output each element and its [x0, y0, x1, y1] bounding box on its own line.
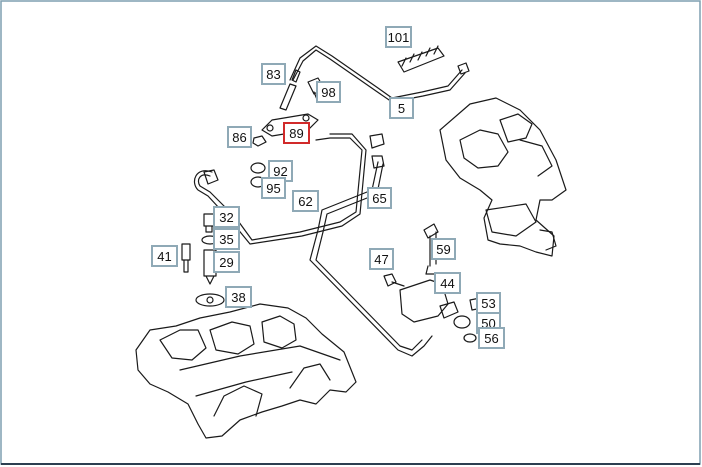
fuel-line-65: [309, 161, 433, 357]
part-89: [261, 113, 319, 137]
part-101: [397, 45, 445, 73]
part-92: [250, 162, 266, 174]
part-38: [195, 293, 225, 307]
callout-5[interactable]: 5: [389, 97, 414, 119]
intake-manifold: [135, 303, 357, 439]
callout-89[interactable]: 89: [283, 122, 310, 144]
part-86: [252, 135, 267, 147]
part-29: [203, 249, 217, 285]
callout-101[interactable]: 101: [385, 26, 412, 48]
callout-62[interactable]: 62: [292, 190, 319, 212]
part-41: [181, 243, 191, 273]
part-50: [453, 315, 471, 329]
callout-59[interactable]: 59: [431, 238, 456, 260]
callout-53[interactable]: 53: [476, 292, 501, 314]
fuel-line-62: [197, 137, 363, 241]
fuel-line-5: [289, 45, 463, 99]
callout-83[interactable]: 83: [261, 63, 286, 85]
throttle-housing: [439, 97, 567, 257]
callout-98[interactable]: 98: [316, 81, 341, 103]
callout-56[interactable]: 56: [478, 327, 505, 349]
callout-32[interactable]: 32: [213, 206, 240, 228]
part-56: [463, 333, 477, 343]
callout-47[interactable]: 47: [369, 248, 394, 270]
callout-38[interactable]: 38: [225, 286, 252, 308]
callout-44[interactable]: 44: [434, 272, 461, 294]
callout-35[interactable]: 35: [213, 228, 240, 250]
callout-41[interactable]: 41: [151, 245, 178, 267]
callout-95[interactable]: 95: [261, 177, 286, 199]
part-59: [423, 223, 439, 275]
part-44: [399, 279, 449, 323]
part-83: [279, 83, 297, 111]
callout-65[interactable]: 65: [367, 187, 392, 209]
callout-29[interactable]: 29: [213, 251, 240, 273]
part-47: [383, 273, 405, 287]
callout-86[interactable]: 86: [227, 126, 252, 148]
